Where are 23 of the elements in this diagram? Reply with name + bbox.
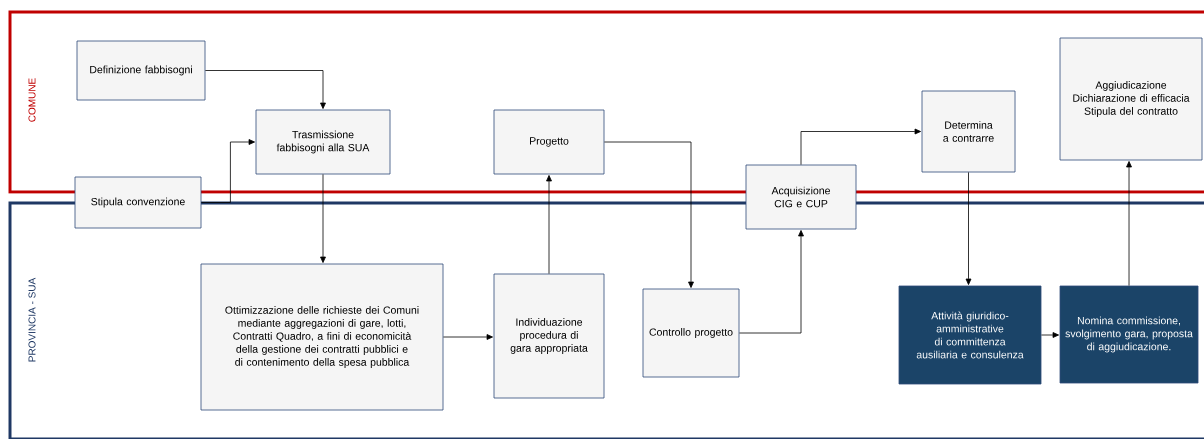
arrow — [800, 128, 921, 165]
process-box: Stipula convenzione — [74, 176, 202, 229]
process-box: Acquisizione CIG e CUP — [745, 164, 857, 230]
arrow — [739, 230, 804, 334]
process-box: Progetto — [493, 109, 605, 175]
arrow — [201, 139, 255, 203]
arrow — [1041, 332, 1059, 338]
process-box: Aggiudicazione Dichiarazione di efficacia Stipula del contratto — [1059, 37, 1203, 161]
process-box: Determina a contrarre — [921, 90, 1016, 173]
process-box: Attività giuridico-amministrative di committenza ausiliaria e consulenza — [898, 285, 1042, 385]
arrow — [320, 174, 326, 263]
process-box: Ottimizzazione delle richieste dei Comuni mediante aggregazioni di gare, lotti, Contratti Quadro, a fini di economicità della gestione dei contratti pubblici e di contenimento della spesa pubblica — [200, 263, 444, 411]
process-box: Trasmissione fabbisogni alla SUA — [255, 109, 391, 175]
arrow — [965, 172, 972, 285]
arrow — [205, 70, 326, 109]
arrow — [604, 141, 694, 288]
process-box: Individuazione procedura di gara appropriata — [493, 273, 605, 399]
arrow — [443, 334, 493, 340]
process-box: Controllo progetto — [642, 288, 740, 378]
process-box: Definizione fabbisogni — [76, 40, 206, 101]
arrow — [1126, 161, 1132, 286]
process-box: Nomina commissione, svolgimento gara, proposta di aggiudicazione. — [1059, 285, 1199, 384]
arrow — [546, 175, 552, 274]
